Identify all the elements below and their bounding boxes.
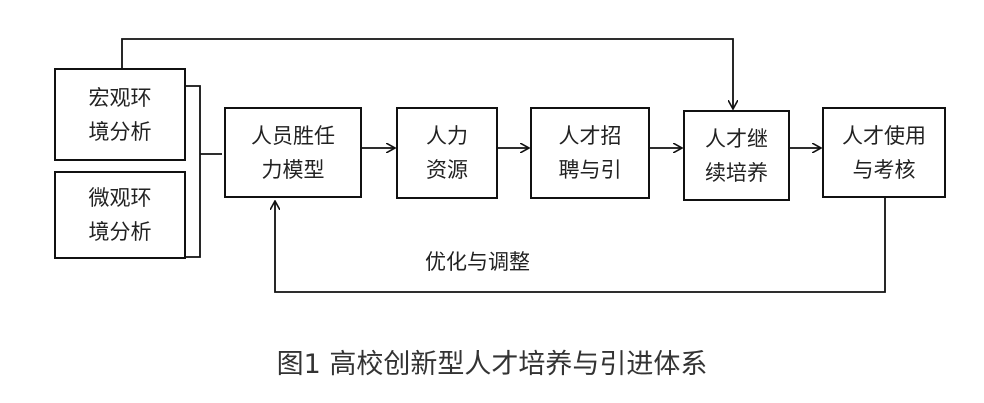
human-resources-label: 人力 资源: [426, 124, 468, 182]
competency-model-box: 人员胜任 力模型: [224, 107, 362, 198]
competency-model-label: 人员胜任 力模型: [251, 123, 335, 182]
arrow-macro-to-continuing: [121, 38, 733, 108]
continuing-training-box: 人才继 续培养: [683, 110, 790, 201]
talent-recruitment-label: 人才招 聘与引: [558, 124, 622, 182]
macro-environment-box: 宏观环 境分析: [54, 68, 186, 161]
macro-environment-label: 宏观环 境分析: [88, 85, 152, 144]
micro-environment-box: 微观环 境分析: [54, 171, 186, 259]
talent-usage-label: 人才使用 与考核: [842, 123, 926, 182]
continuing-training-label: 人才继 续培养: [705, 126, 768, 185]
talent-recruitment-box: 人才招 聘与引: [530, 107, 650, 199]
figure-caption: 图1 高校创新型人才培养与引进体系: [276, 349, 708, 380]
feedback-label: 优化与调整: [425, 250, 530, 274]
talent-usage-box: 人才使用 与考核: [822, 107, 946, 198]
human-resources-box: 人力 资源: [396, 107, 498, 199]
arrow-feedback-loop: [275, 198, 886, 293]
grouping-brace: [186, 85, 222, 258]
micro-environment-label: 微观环 境分析: [88, 186, 152, 244]
